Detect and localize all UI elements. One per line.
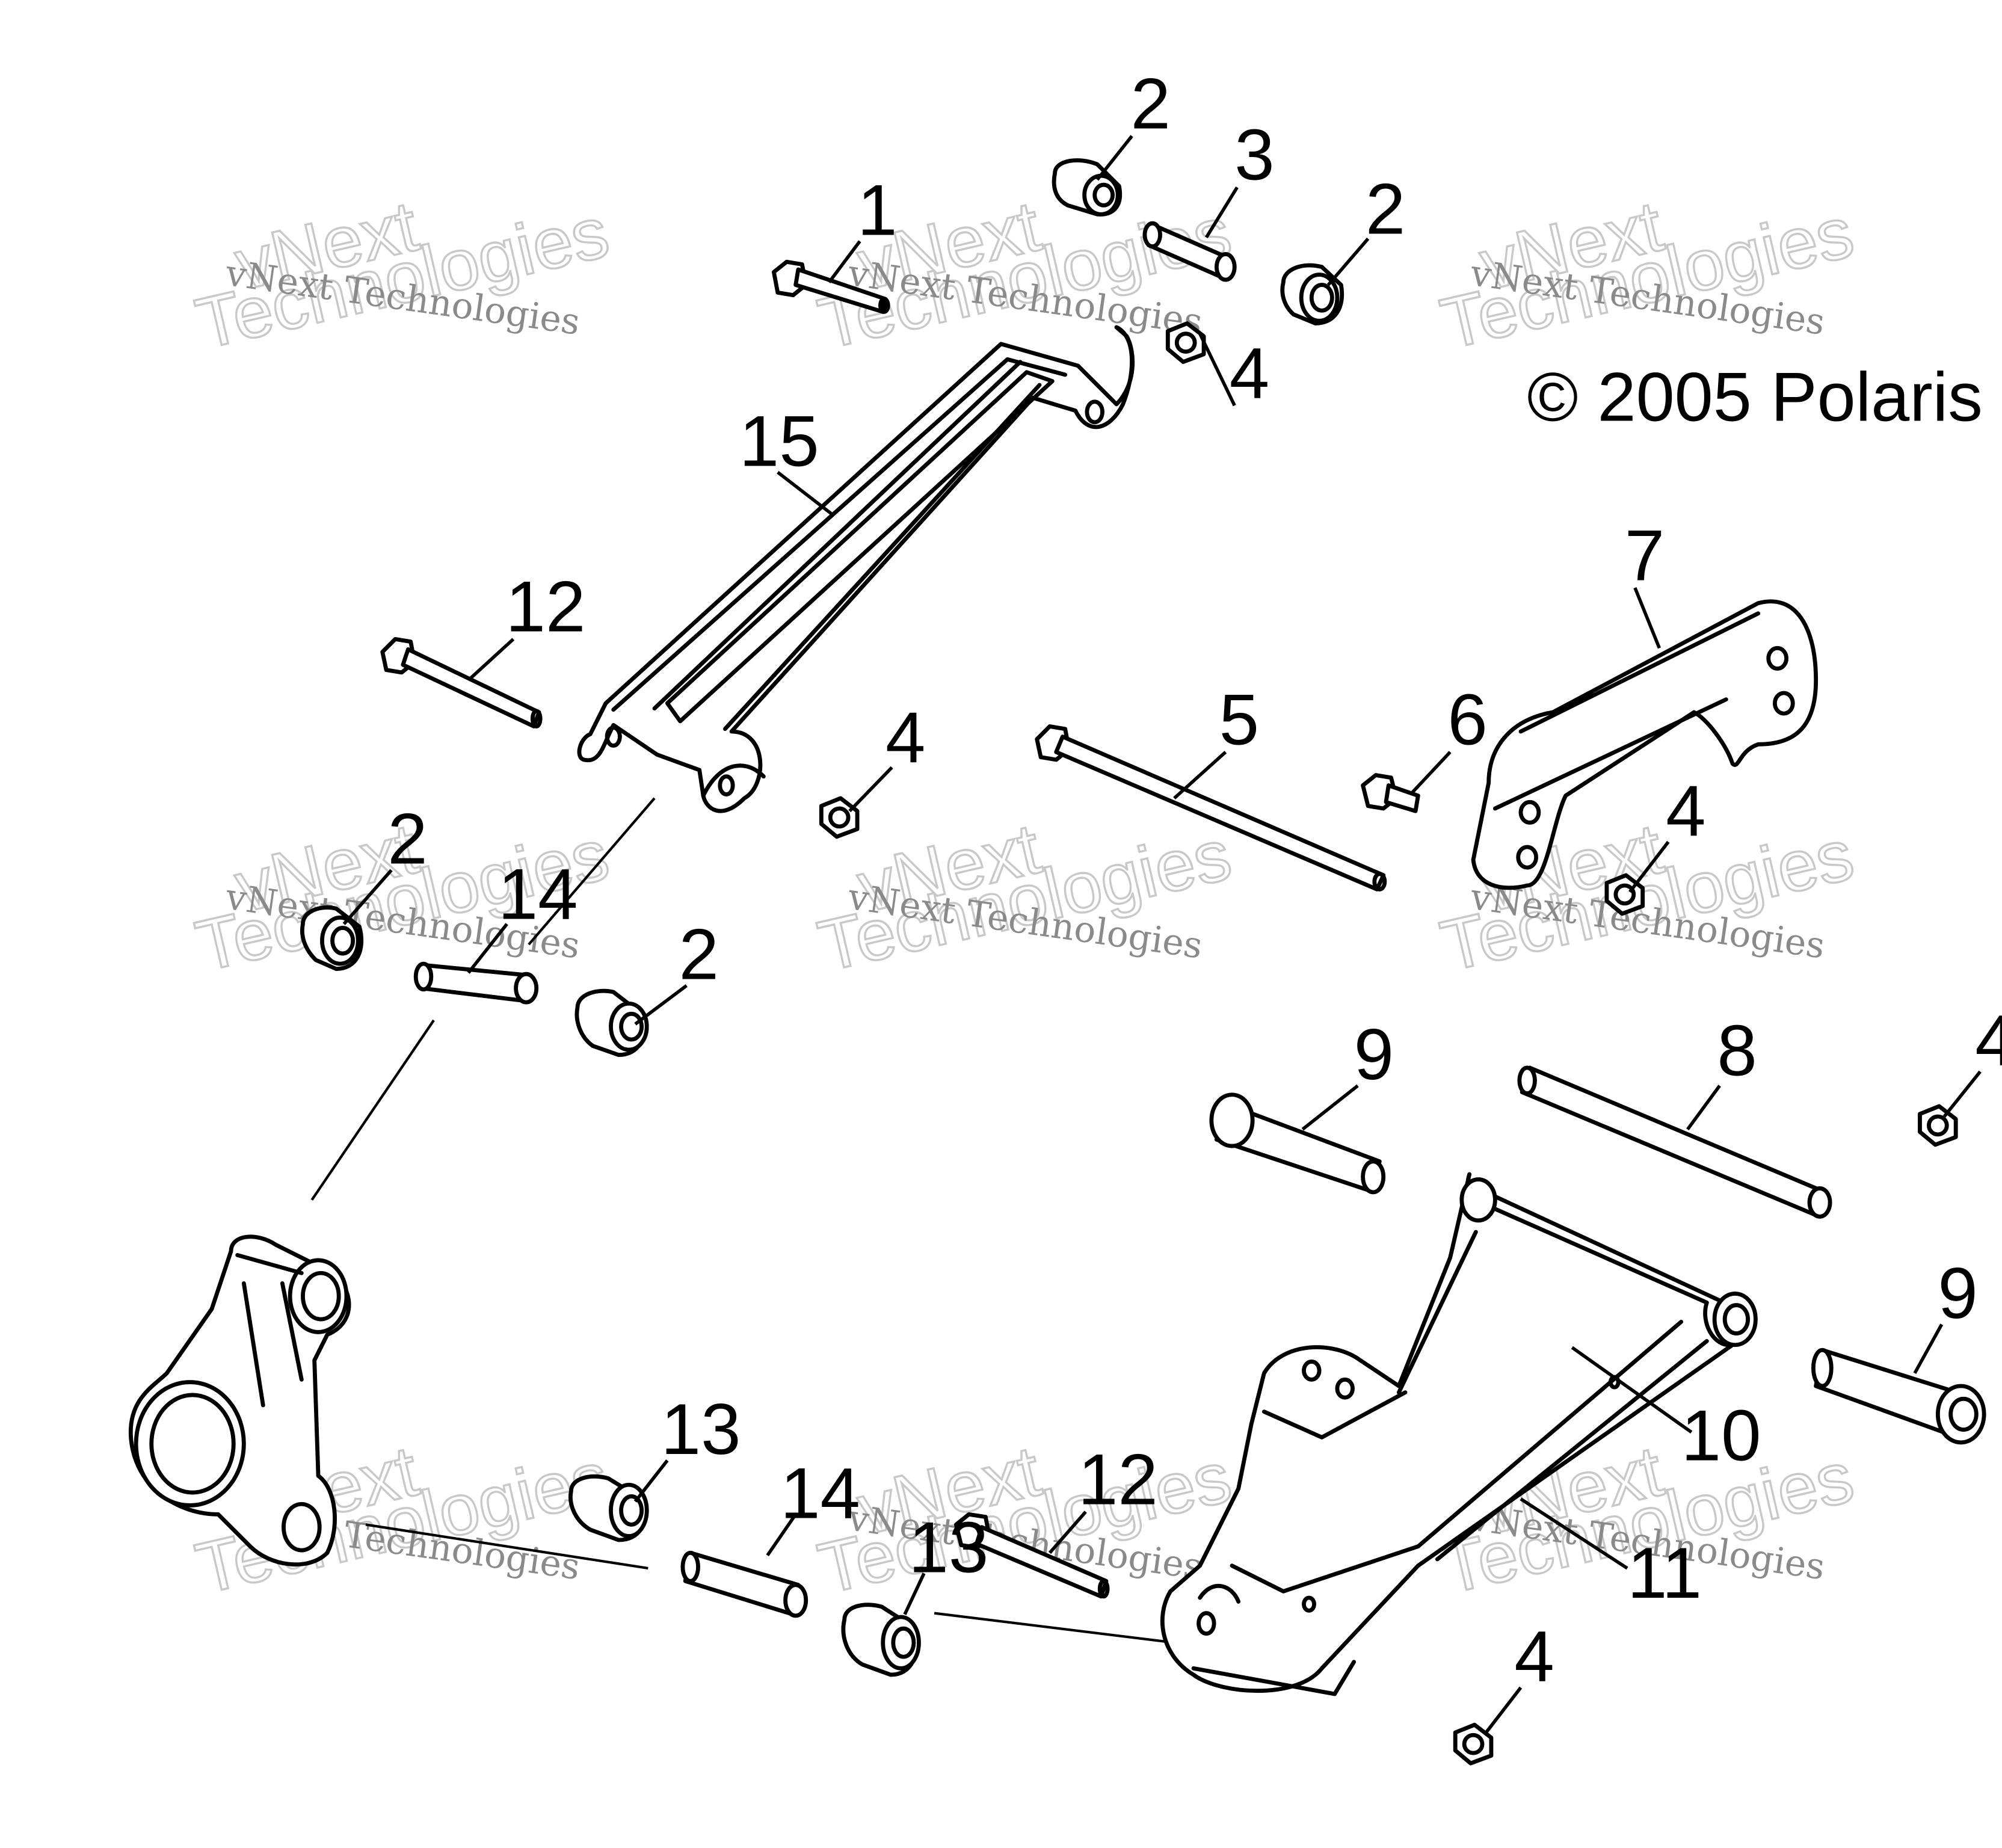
callout-7: 7	[1625, 516, 1665, 596]
callout-14: 14	[780, 1454, 860, 1534]
part-3-spacer	[1142, 221, 1237, 282]
callout-1: 1	[857, 170, 897, 250]
callout-9: 9	[1938, 1254, 1977, 1334]
callout-11: 11	[1627, 1533, 1702, 1613]
callout-12: 12	[1078, 1440, 1158, 1520]
callout-8: 8	[1717, 1011, 1757, 1091]
callout-4: 4	[1514, 1617, 1554, 1697]
part-15-swing-arm-upper	[577, 325, 1135, 813]
callout-4: 4	[1230, 333, 1269, 413]
callout-4: 4	[1666, 771, 1705, 851]
part-12-bolt-lower	[953, 1512, 1110, 1599]
part-9-pin-lower	[1811, 1348, 1986, 1445]
part-8-long-pin	[1517, 1065, 1832, 1219]
callout-10: 10	[1681, 1396, 1761, 1476]
callout-2: 2	[1366, 169, 1405, 249]
part-9-pin-upper	[1209, 1092, 1386, 1195]
callout-6: 6	[1447, 680, 1487, 760]
part-14-spacer-upper	[413, 961, 539, 1005]
callout-labels: 2 3 2 1 4 15 7 12 5 6 4 4 2 14 2 9 8 4 9…	[387, 64, 2002, 1696]
part-2-bushing-left	[300, 905, 364, 972]
callout-4: 4	[1975, 1001, 2002, 1081]
callout-12: 12	[506, 567, 586, 647]
callout-2: 2	[1130, 64, 1170, 144]
part-2-bushing-upper-right	[1280, 263, 1344, 326]
callout-13: 13	[661, 1390, 741, 1470]
leader-lines	[342, 135, 1982, 1734]
part-13-bushing-center	[841, 1603, 921, 1677]
part-13-bushing-left	[568, 1474, 649, 1542]
callout-5: 5	[1219, 680, 1259, 760]
callout-2: 2	[679, 915, 719, 995]
callout-13: 13	[908, 1508, 988, 1588]
callout-14: 14	[498, 854, 578, 934]
part-1-bolt	[771, 259, 890, 314]
callout-9: 9	[1354, 1015, 1394, 1095]
part-4-nut-middle	[819, 796, 860, 839]
part-2-bushing-top	[1052, 158, 1123, 217]
knuckle-housing	[129, 1234, 351, 1566]
part-4-nut-bottom	[1453, 1722, 1494, 1766]
part-4-nut-far-right	[1918, 1104, 1958, 1147]
copyright-text: © 2005 Polaris Sales Inc.	[1527, 359, 2002, 436]
callout-15: 15	[739, 401, 819, 481]
part-7-bracket	[1471, 599, 1819, 890]
callout-4: 4	[886, 698, 925, 778]
part-2-bushing-center	[574, 988, 649, 1058]
alignment-lines	[310, 797, 1175, 1644]
callout-2: 2	[387, 799, 427, 879]
part-6-bolt	[1361, 773, 1420, 813]
part-14-spacer-lower	[680, 1550, 808, 1618]
part-5-long-bolt	[1035, 724, 1387, 892]
part-12-bolt-upper	[380, 636, 543, 728]
part-11-swing-arm-lower	[1160, 1172, 1758, 1696]
callout-3: 3	[1234, 116, 1274, 196]
part-4-nut-upper	[1165, 321, 1206, 365]
